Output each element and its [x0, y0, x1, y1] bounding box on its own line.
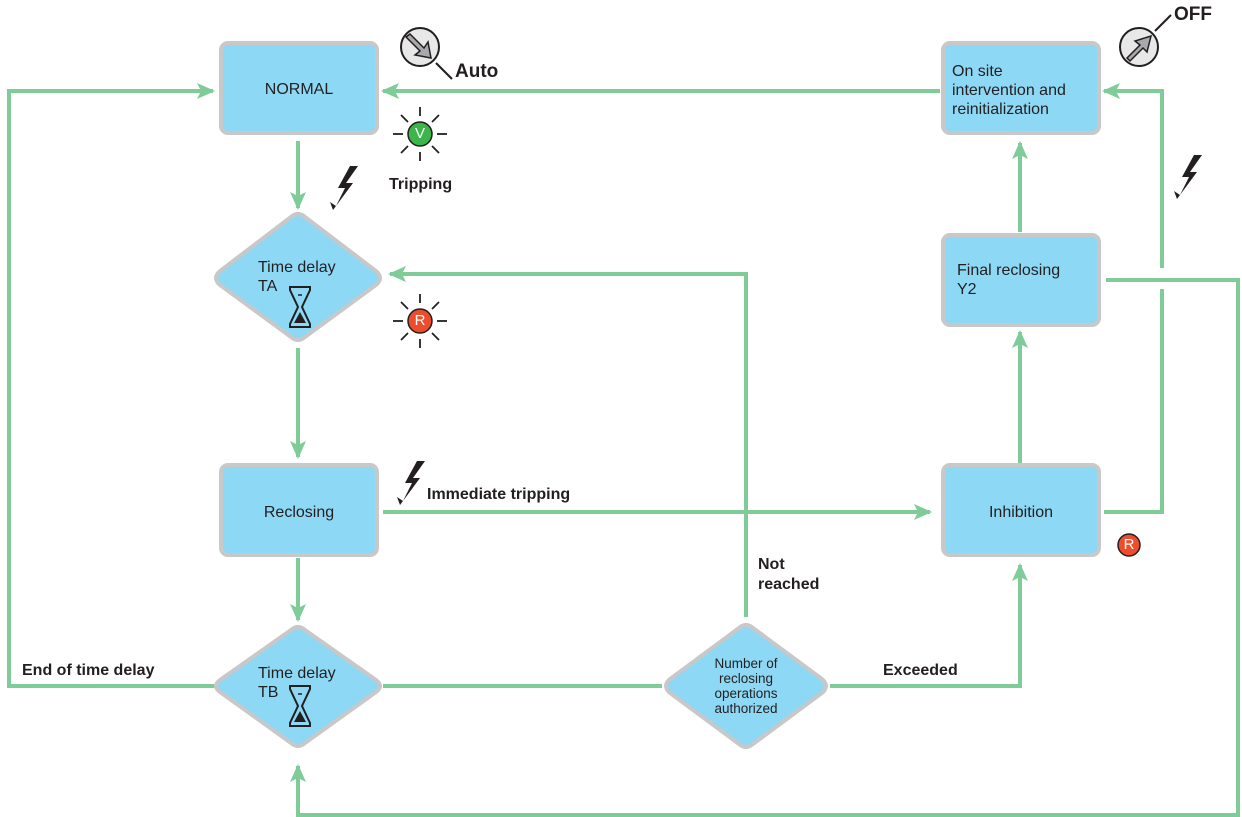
- node-tb-line-2: TB: [258, 684, 279, 701]
- switch-auto-icon: [400, 27, 453, 80]
- node-onsite-line-2: intervention and: [952, 82, 1066, 99]
- node-counter-line-1: Number of: [714, 656, 778, 671]
- final-reclosing-box: [941, 233, 1101, 327]
- lamp-letter-v: V: [414, 125, 425, 142]
- reclosing-box: [219, 463, 379, 557]
- node-counter-line-2: reclosing: [718, 671, 774, 686]
- node-ta-label: Time delay TA: [258, 258, 336, 296]
- arrow-final-to-tb: [290, 278, 1240, 817]
- node-final-reclosing-label: Final reclosing Y2: [957, 261, 1060, 299]
- auto-label: Auto: [455, 61, 499, 82]
- not-reached-label: Not reached: [758, 555, 819, 595]
- arrow-counter-to-ta: [388, 266, 748, 617]
- node-inhibition-label: Inhibition: [988, 504, 1054, 521]
- off-label: OFF: [1174, 4, 1212, 25]
- indicator-lamp-red-inhibition: [1117, 533, 1141, 557]
- on-site-box: [941, 41, 1101, 135]
- exceeded-label: Exceeded: [883, 662, 958, 679]
- arrow-counter-to-inhibition: [830, 563, 1028, 688]
- node-normal-label: NORMAL: [264, 81, 334, 98]
- inhibition-box: [941, 463, 1101, 557]
- node-counter-line-4: authorized: [714, 701, 778, 716]
- normal-box: [219, 41, 379, 135]
- lightning-icon: [397, 461, 425, 505]
- node-final-line-2: Y2: [957, 281, 977, 298]
- indicator-lamp-green: [393, 107, 447, 161]
- switch-off-icon: [1119, 14, 1172, 67]
- node-onsite-line-3: reinitialization: [952, 101, 1049, 118]
- indicator-lamp-red-ta: [393, 294, 447, 348]
- node-tb-label: Time delay TB: [258, 664, 336, 702]
- arrow-inhibition-to-onsite-upper: [1102, 83, 1164, 268]
- time-delay-ta-diamond: [214, 212, 382, 342]
- node-counter-line-3: operations: [714, 686, 778, 701]
- node-ta-line-2: TA: [258, 278, 278, 295]
- lamp-letter-r-inhibition: R: [1123, 536, 1135, 553]
- arrow-tb-end-to-normal: [7, 83, 217, 688]
- counter-diamond: [664, 623, 828, 749]
- connectors: [7, 83, 1240, 817]
- immediate-tripping-label: Immediate tripping: [427, 486, 571, 503]
- end-of-time-delay-label: End of time delay: [22, 662, 155, 679]
- lightning-icon: [330, 166, 358, 210]
- arrow-inhibition-to-onsite: [1104, 289, 1164, 514]
- node-onsite-line-1: On site: [952, 63, 1003, 80]
- not-reached-line-1: Not: [758, 556, 785, 573]
- lamp-letter-r-ta: R: [414, 312, 426, 329]
- not-reached-line-2: reached: [758, 576, 820, 593]
- node-final-line-1: Final reclosing: [957, 262, 1061, 279]
- tripping-label: Tripping: [389, 176, 453, 193]
- node-ta-line-1: Time delay: [258, 259, 336, 276]
- node-counter-label: Number of reclosing operations authorize…: [686, 656, 806, 716]
- node-tb-line-1: Time delay: [258, 665, 336, 682]
- node-reclosing-label: Reclosing: [263, 504, 335, 521]
- node-on-site-label: On site intervention and reinitializatio…: [952, 62, 1066, 119]
- lightning-icon: [1174, 155, 1202, 199]
